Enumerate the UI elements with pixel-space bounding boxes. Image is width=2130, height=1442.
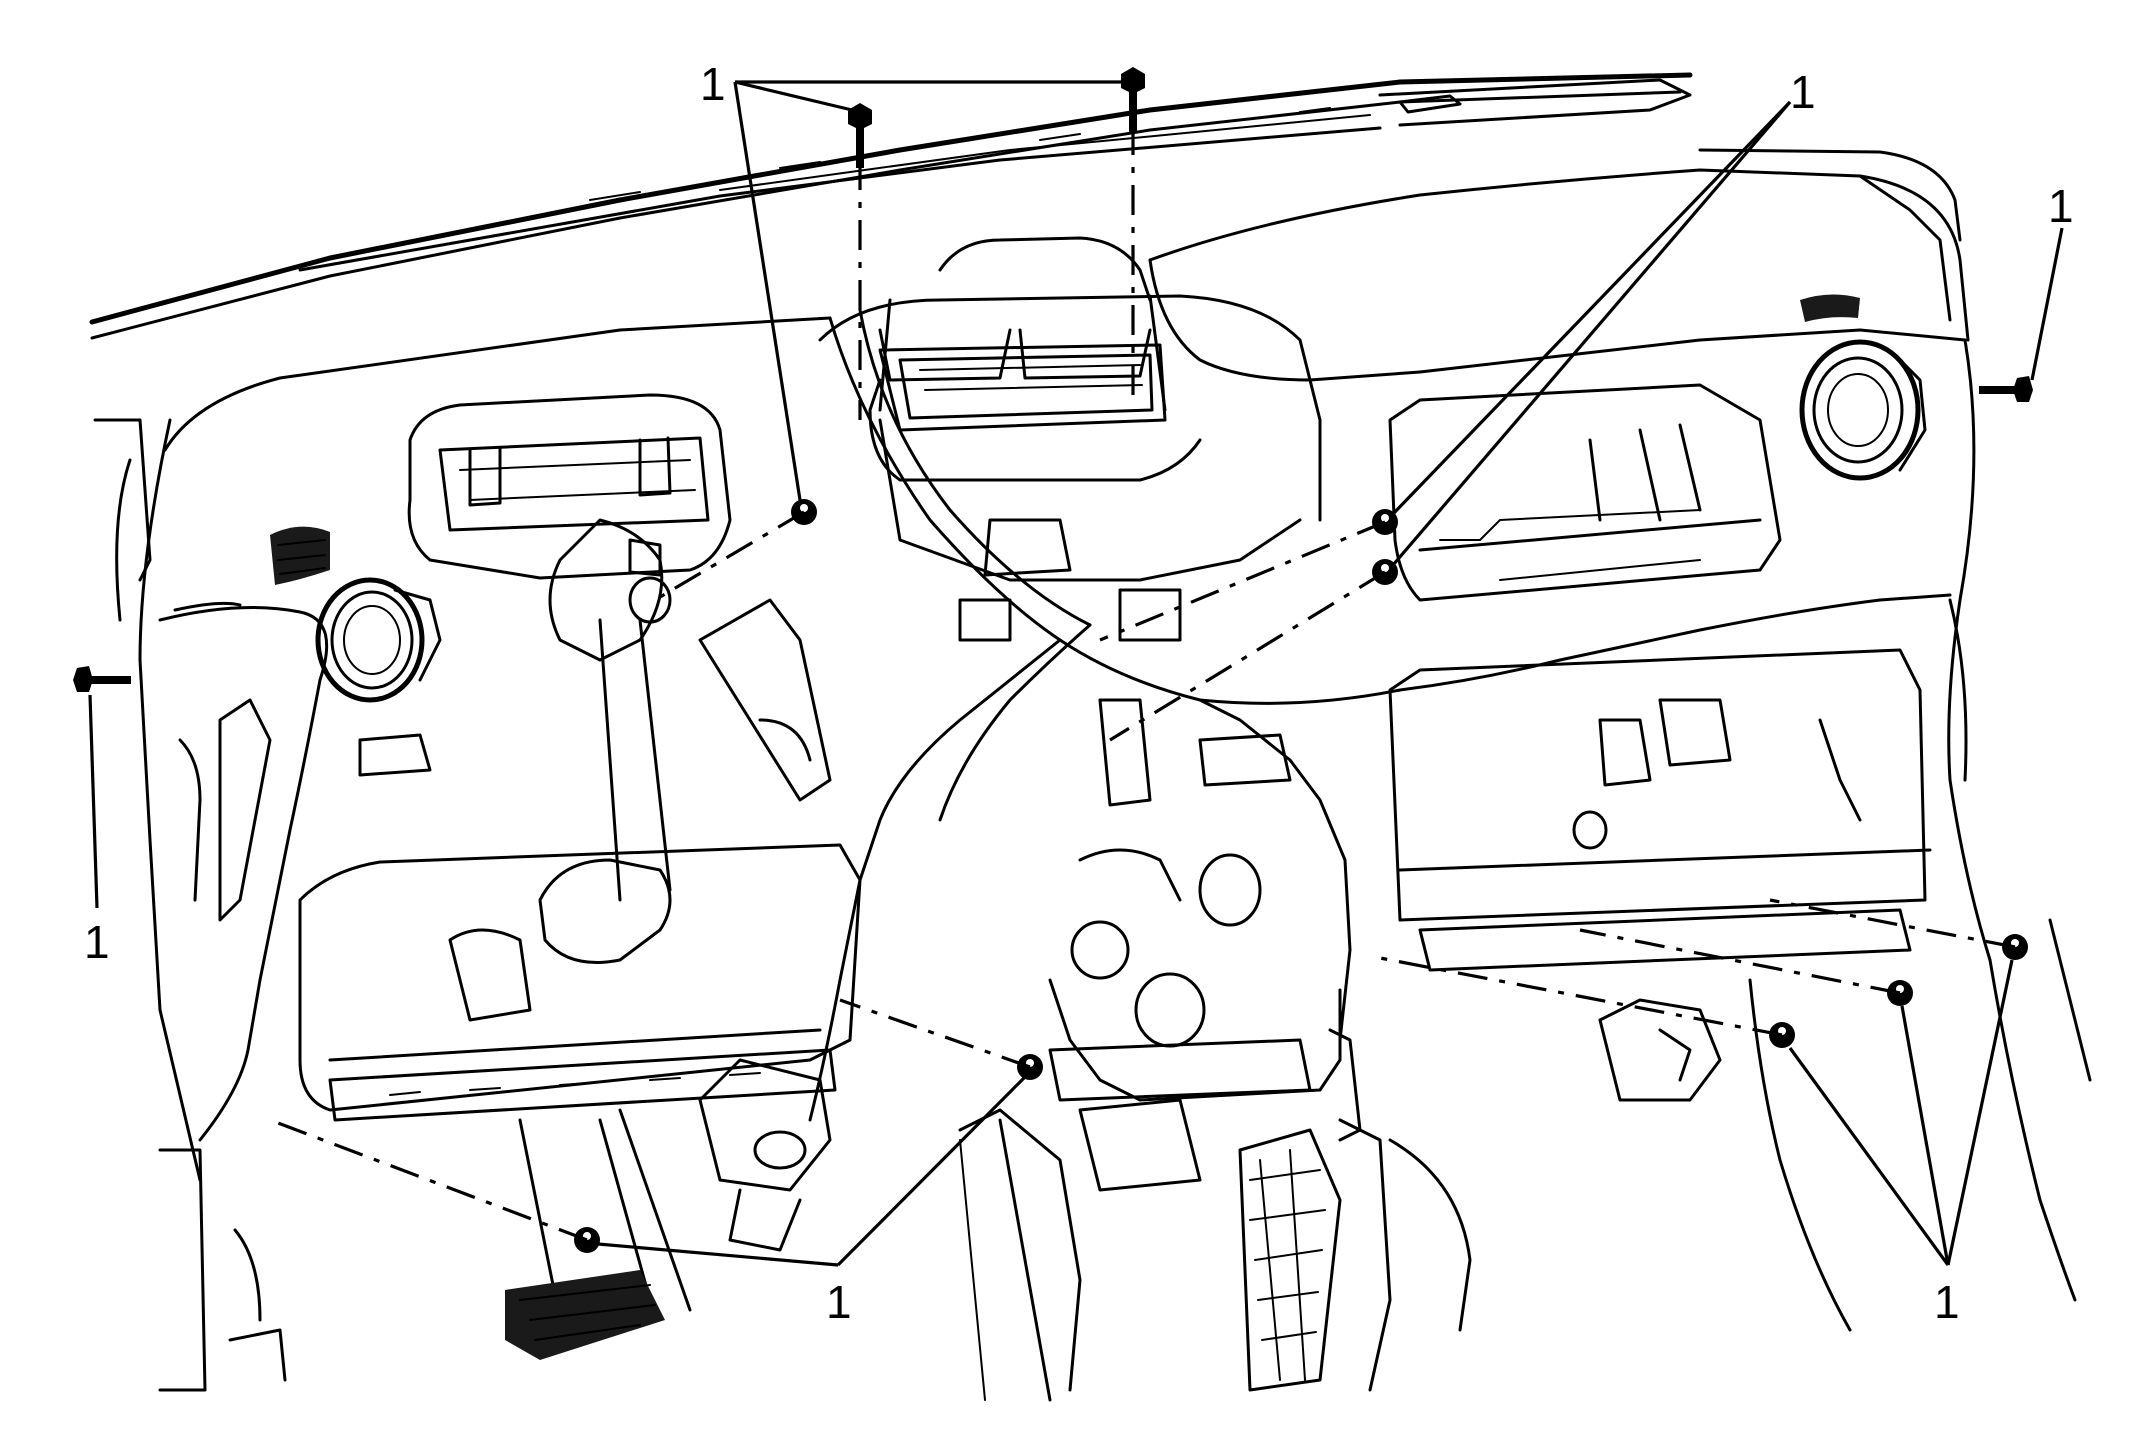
callout-label-left: 1 [84,916,110,968]
callout-label-bottom-center: 1 [826,1276,852,1328]
callout-label-top-left: 1 [700,58,726,110]
windshield-edge [89,72,1693,340]
left-lower-dash [178,598,862,1122]
brake-pedal-icon [505,1270,665,1360]
center-stack [818,236,1322,1102]
steering-column [518,1058,832,1322]
installation-paths [269,125,2016,1242]
right-dash-openings [1388,383,1932,972]
air-vent-icon [270,526,442,777]
fastener-icon [1121,67,1145,132]
accelerator-pedal-icon [1238,1128,1342,1392]
callout-label-top-right: 1 [1790,66,1816,118]
fastener-icon [73,666,131,692]
fastener-icon [848,103,872,168]
callout-labels: 1 1 1 1 1 1 [84,58,2074,1328]
fastener-icon [1979,376,2033,402]
dashboard-shell [138,148,1992,1182]
cluster-opening [407,393,732,662]
right-floor [1598,918,2092,1332]
callout-label-bottom-right: 1 [1934,1276,1960,1328]
left-kick-panel [93,418,287,1392]
callout-leaders [88,80,2064,1267]
fastener-icon [791,499,817,525]
right-air-vent-icon [1799,294,1927,481]
callout-label-far-right: 1 [2048,180,2074,232]
